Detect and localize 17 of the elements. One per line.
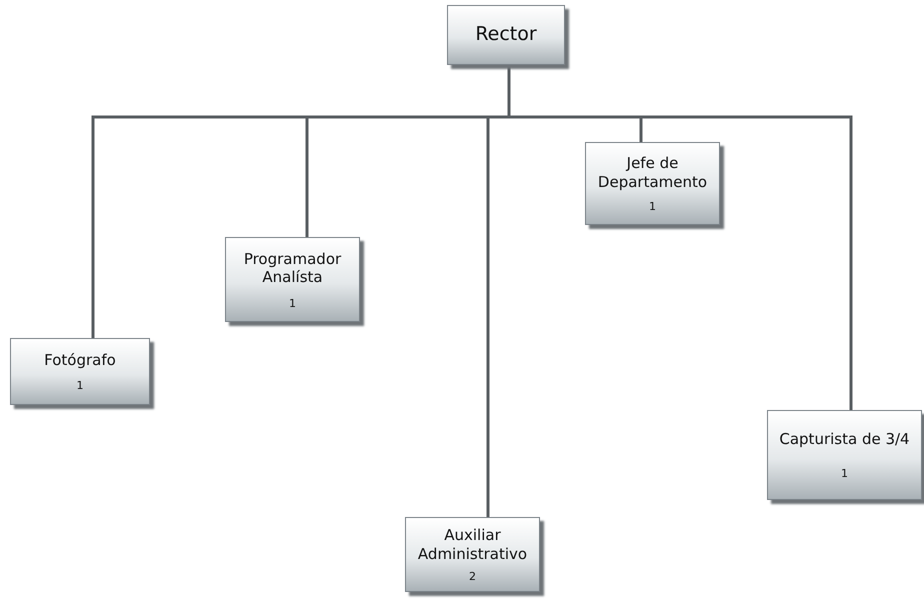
position-box <box>405 517 540 592</box>
position-title: Rector <box>475 23 537 47</box>
headcount: 1 <box>289 296 296 310</box>
position-box <box>767 410 922 500</box>
headcount: 1 <box>841 466 848 480</box>
headcount: 1 <box>76 379 84 392</box>
position-title: Auxiliar Administrativo <box>416 526 528 564</box>
position-box <box>447 5 565 65</box>
position-title: Fotógrafo <box>44 350 116 370</box>
position-box <box>225 237 360 322</box>
position-title: Capturista de 3/4 <box>779 430 910 450</box>
headcount: 1 <box>649 200 656 214</box>
position-title: Jefe de Departamento <box>596 154 708 192</box>
position-title: Programador Analísta <box>242 250 342 287</box>
headcount: 2 <box>469 570 476 583</box>
position-box <box>585 142 720 225</box>
position-box <box>10 338 150 405</box>
